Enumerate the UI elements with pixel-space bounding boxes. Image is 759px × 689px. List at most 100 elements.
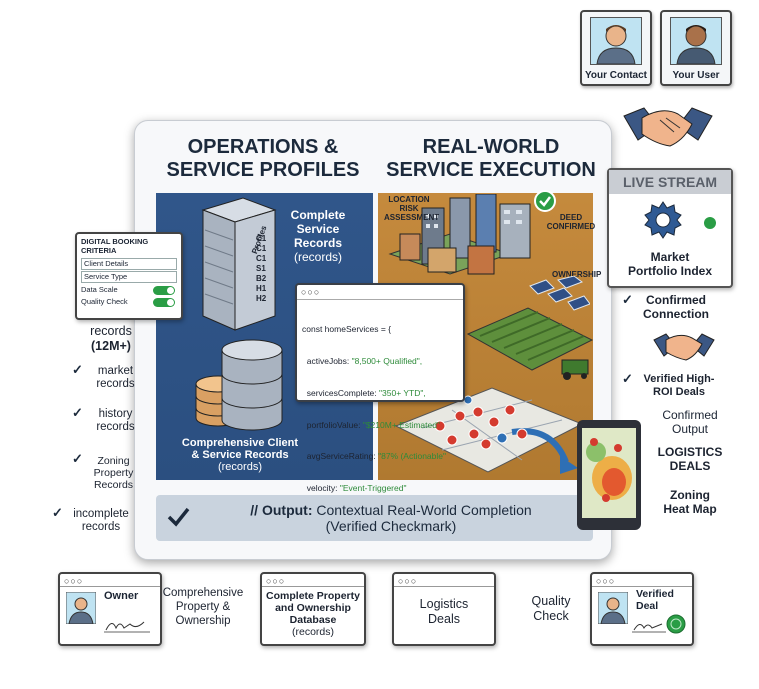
logistics-line-2: DEALS [669,459,711,473]
market-line-1: market [97,365,134,377]
output-line-b: Output [671,422,709,436]
market-portfolio-index: Market Portfolio Index [609,250,731,278]
code-line: portfolioValue: "$210M+ Estimated" [302,420,458,431]
quality-check-label: Quality Check [81,297,128,306]
your-user-card[interactable]: Your User [660,10,732,86]
db-line-2: & Service Records [191,449,289,461]
logistics-card-line-1: Logistics [419,597,469,611]
left-header-line1: OPERATIONS & [187,136,339,158]
confirmed-line-2: Connection [643,307,709,321]
deed-confirmed-label: DEED CONFIRMED [546,213,596,231]
owner-label: Owner [104,590,139,602]
output-line-2: (Verified Checkmark) [325,518,457,534]
logistics-deals: LOGISTICS DEALS [650,445,730,473]
service-type-field[interactable]: Service Type [81,271,177,283]
comprehensive-property-label: Comprehensive Property & Ownership [162,586,244,628]
comp-line-3: Ownership [175,615,231,627]
complete-service-records: Complete Service Records (records) [278,208,358,264]
code-value: "8,500+ Qualified", [351,355,423,366]
output-line-a: Confirmed [662,408,718,422]
property-database-card[interactable]: ○○○ Complete Property and Ownership Data… [260,572,366,646]
data-scale-label: Data Scale [81,285,118,294]
records-sub: (records) [293,250,342,264]
code-key: avgServiceRating: [306,451,379,462]
db-line-3: (records) [217,461,262,473]
incomplete-check-icon: ✓ [52,505,63,520]
code-key: activeJobs: [306,355,352,366]
small-handshake-icon [653,333,715,361]
server-label: B2 [256,274,267,283]
comp-line-1: Comprehensive [162,587,244,599]
live-line-2: Portfolio Index [628,264,712,278]
quality-line-2: Check [533,609,569,623]
history-check-icon: ✓ [72,405,83,420]
deed-line-1: DEED [559,213,583,222]
confirmed-connection: Confirmed Connection [636,293,716,321]
incomplete-line-1: incomplete [73,508,129,520]
your-contact-card[interactable]: Your Contact [580,10,652,86]
records-label: records [90,324,132,338]
your-user-label: Your User [672,70,720,81]
output-bar [156,495,593,541]
handshake-icon [623,107,713,147]
db-card-line-2: and Ownership [275,602,351,614]
city-buildings-illustration [388,194,531,275]
live-stream-title: LIVE STREAM [609,170,731,194]
server-label: C1 [256,234,267,243]
heatmap-screen [582,428,636,518]
db-card-line-3: Database [289,614,337,626]
verified-seal-icon [666,614,686,634]
code-value: "Event-Triggered" [339,483,407,494]
market-records: market records [88,365,143,391]
history-records: history records [88,408,143,434]
zoning-line-1: Zoning [97,455,130,467]
data-scale-toggle[interactable] [153,286,175,295]
records-title-2: Service [296,222,340,236]
location-line-1: LOCATION [388,195,430,204]
right-header-line1: REAL-WORLD [422,136,560,158]
records-title-3: Records [293,236,343,250]
quality-line-1: Quality [531,594,571,608]
logistics-deals-card[interactable]: ○○○ Logistics Deals [392,572,496,646]
client-details-field[interactable]: Client Details [81,258,177,270]
user-avatar-icon [670,17,722,65]
history-line-2: records [96,421,135,433]
deed-line-2: CONFIRMED [546,222,596,231]
confirmed-output: Confirmed Output [650,408,730,436]
window-dots-icon: ○○○ [398,576,418,586]
deed-confirmed-check-icon [534,190,556,212]
your-contact-label: Your Contact [584,70,648,81]
db-card-line-4: (records) [291,626,334,638]
data-scale-row: Data Scale [81,285,177,295]
code-window: ○○○ const homeServices = { activeJobs: "… [295,283,465,525]
output-text: // Output: Contextual Real-World Complet… [196,502,586,534]
output-line-1: // Output: Contextual Real-World Complet… [196,502,586,518]
logistics-card-text: Logistics Deals [394,587,494,627]
db-line-1: Comprehensive Client [181,437,299,449]
location-line-3: ASSESSMENT [384,213,440,222]
server-label: H1 [256,284,267,293]
map-with-pins-illustration [394,387,584,474]
records-count-value: (12M+) [91,339,131,353]
verified-card-line-1: Verified [636,588,674,600]
market-check-icon: ✓ [72,362,83,377]
comprehensive-client-records: Comprehensive Client & Service Records (… [166,437,314,473]
output-check-icon [167,507,190,527]
window-dots-icon: ○○○ [301,287,321,297]
contact-avatar-icon [590,17,642,65]
verified-avatar-icon [598,592,628,624]
right-header: REAL-WORLD SERVICE EXECUTION [386,136,596,182]
quality-check-label: Quality Check [516,594,586,624]
code-key: velocity: [306,483,340,494]
market-line-2: records [96,378,135,390]
output-main: Contextual Real-World Completion [312,502,532,518]
code-value: "87% (Actionable" [378,451,447,462]
farmland-illustration [466,307,594,380]
verified-deal-card[interactable]: ○○○ Verified Deal [590,572,694,646]
live-line-1: Market [650,250,690,264]
owner-avatar-icon [66,592,96,624]
code-key: portfolioValue: [306,419,363,430]
owner-card[interactable]: ○○○ Owner [58,572,162,646]
verified-roi-deals: Verified High- ROI Deals [636,373,722,399]
quality-check-toggle[interactable] [153,298,175,307]
